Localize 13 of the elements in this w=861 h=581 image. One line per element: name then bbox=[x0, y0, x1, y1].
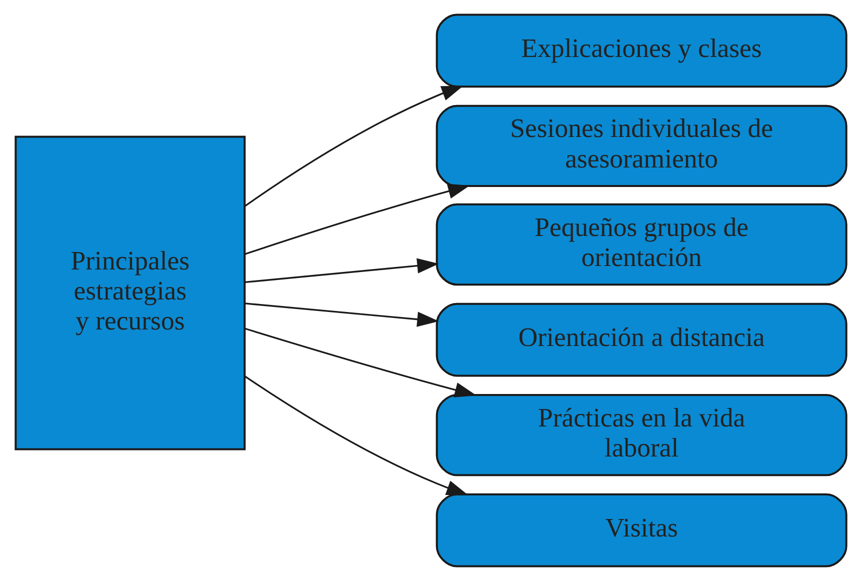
node-box: Orientación a distancia bbox=[435, 302, 847, 377]
node-box: Visitas bbox=[435, 493, 847, 568]
node-box: Sesiones individuales de asesoramiento bbox=[435, 104, 847, 188]
arrow bbox=[244, 258, 438, 284]
node-box: Explicaciones y clases bbox=[435, 14, 847, 88]
arrow bbox=[244, 302, 438, 327]
node-box: Pequeños grupos de orientación bbox=[435, 203, 847, 286]
arrow bbox=[244, 328, 476, 398]
node-box: Prácticas en la vida laboral bbox=[435, 394, 847, 476]
arrow bbox=[244, 376, 468, 496]
arrow bbox=[244, 184, 470, 255]
node-box: Principales estrategias y recursos bbox=[14, 136, 246, 450]
arrow bbox=[244, 86, 463, 207]
